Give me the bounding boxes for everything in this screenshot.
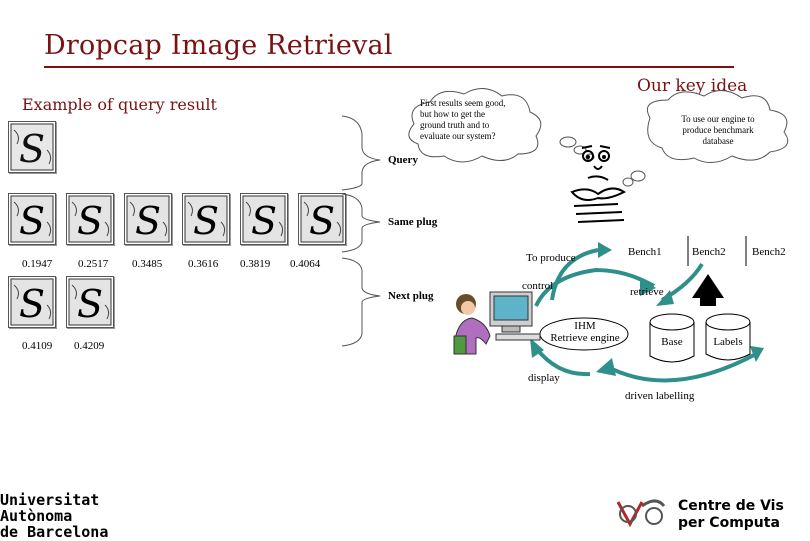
display-label: display xyxy=(528,372,560,384)
svg-text:S: S xyxy=(251,199,277,243)
question-cloud-line: but how to get the xyxy=(420,109,485,120)
ihm-node-subtitle: Retrieve engine xyxy=(542,332,628,344)
next-plug-label: Next plug xyxy=(388,290,434,302)
question-cloud-line: evaluate our system? xyxy=(420,131,495,142)
uab-logo-line: Autònoma xyxy=(0,508,108,524)
result-score: 0.3616 xyxy=(188,258,218,270)
bench2-label: Bench2 xyxy=(692,246,726,258)
user-at-computer-illustration xyxy=(452,288,544,358)
result-score: 0.4109 xyxy=(22,340,52,352)
slide-title: Dropcap Image Retrieval xyxy=(44,30,393,61)
result-image: S xyxy=(182,193,230,245)
idea-cloud-line: To use our engine to xyxy=(676,114,760,125)
cvc-logo-line: Centre de Vis xyxy=(678,498,784,515)
labels-database-label: Labels xyxy=(706,336,750,348)
bench2-label: Bench2 xyxy=(752,246,786,258)
result-image: S xyxy=(8,276,56,328)
question-cloud-line: First results seem good, xyxy=(420,98,506,109)
bench1-label: Bench1 xyxy=(628,246,662,258)
cvc-logo-text: Centre de Vis per Computa xyxy=(678,498,784,532)
result-score: 0.4209 xyxy=(74,340,104,352)
cvc-logo-mark xyxy=(612,494,672,534)
result-image: S xyxy=(66,276,114,328)
result-image: S xyxy=(8,193,56,245)
uab-logo-line: de Barcelona xyxy=(0,524,108,540)
svg-text:S: S xyxy=(77,199,103,243)
uab-logo-line: Universitat xyxy=(0,492,108,508)
svg-text:S: S xyxy=(135,199,161,243)
title-underline xyxy=(44,66,734,68)
result-score: 0.3485 xyxy=(132,258,162,270)
grouping-braces xyxy=(340,112,390,352)
idea-cloud-line: database xyxy=(676,136,760,147)
to-produce-label: To produce xyxy=(526,252,576,264)
result-score: 0.1947 xyxy=(22,258,52,270)
cvc-logo-line: per Computa xyxy=(678,515,784,532)
svg-text:S: S xyxy=(193,199,219,243)
uab-logo: Universitat Autònoma de Barcelona xyxy=(0,492,108,540)
result-image: S xyxy=(66,193,114,245)
result-image: S xyxy=(124,193,172,245)
retrieve-label: retrieve xyxy=(630,286,664,298)
result-image: S xyxy=(298,193,346,245)
result-score: 0.2517 xyxy=(78,258,108,270)
svg-text:S: S xyxy=(19,282,45,326)
question-cloud-line: ground truth and to xyxy=(420,120,489,131)
query-dropcap-image: S xyxy=(8,121,56,173)
result-score: 0.4064 xyxy=(290,258,320,270)
driven-labelling-label: driven labelling xyxy=(625,390,694,402)
ihm-node-title: IHM xyxy=(542,320,628,332)
svg-text:S: S xyxy=(19,199,45,243)
svg-text:S: S xyxy=(19,127,45,171)
thinking-person-illustration xyxy=(568,144,638,232)
result-image: S xyxy=(240,193,288,245)
idea-cloud-line: produce benchmark xyxy=(676,125,760,136)
result-score: 0.3819 xyxy=(240,258,270,270)
base-database-label: Base xyxy=(650,336,694,348)
example-heading: Example of query result xyxy=(22,95,217,114)
svg-text:S: S xyxy=(77,282,103,326)
svg-text:S: S xyxy=(309,199,335,243)
